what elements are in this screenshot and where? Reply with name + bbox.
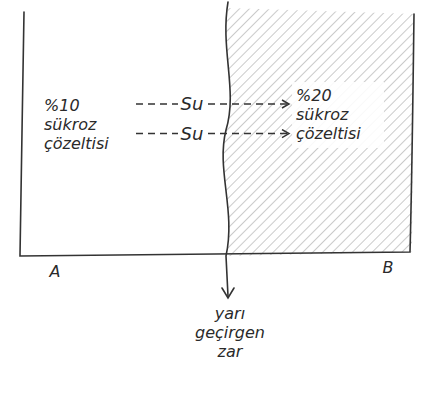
side-letter: A <box>50 262 61 281</box>
flow-label: Su <box>178 94 207 114</box>
flow-label: Su <box>178 124 207 144</box>
solution-region: %10 sükroz çözeltisi <box>40 92 132 158</box>
solution-label: %10 sükroz çözeltisi <box>44 96 128 154</box>
membrane-label: yarı geçirgen zar <box>185 304 275 362</box>
water-flow-arrow <box>136 103 289 105</box>
side-letter: B <box>383 258 394 277</box>
solution-label: %20 sükroz çözeltisi <box>296 86 380 144</box>
solution-region: %20 sükroz çözeltisi <box>292 82 384 148</box>
water-flow-arrow <box>136 133 289 135</box>
